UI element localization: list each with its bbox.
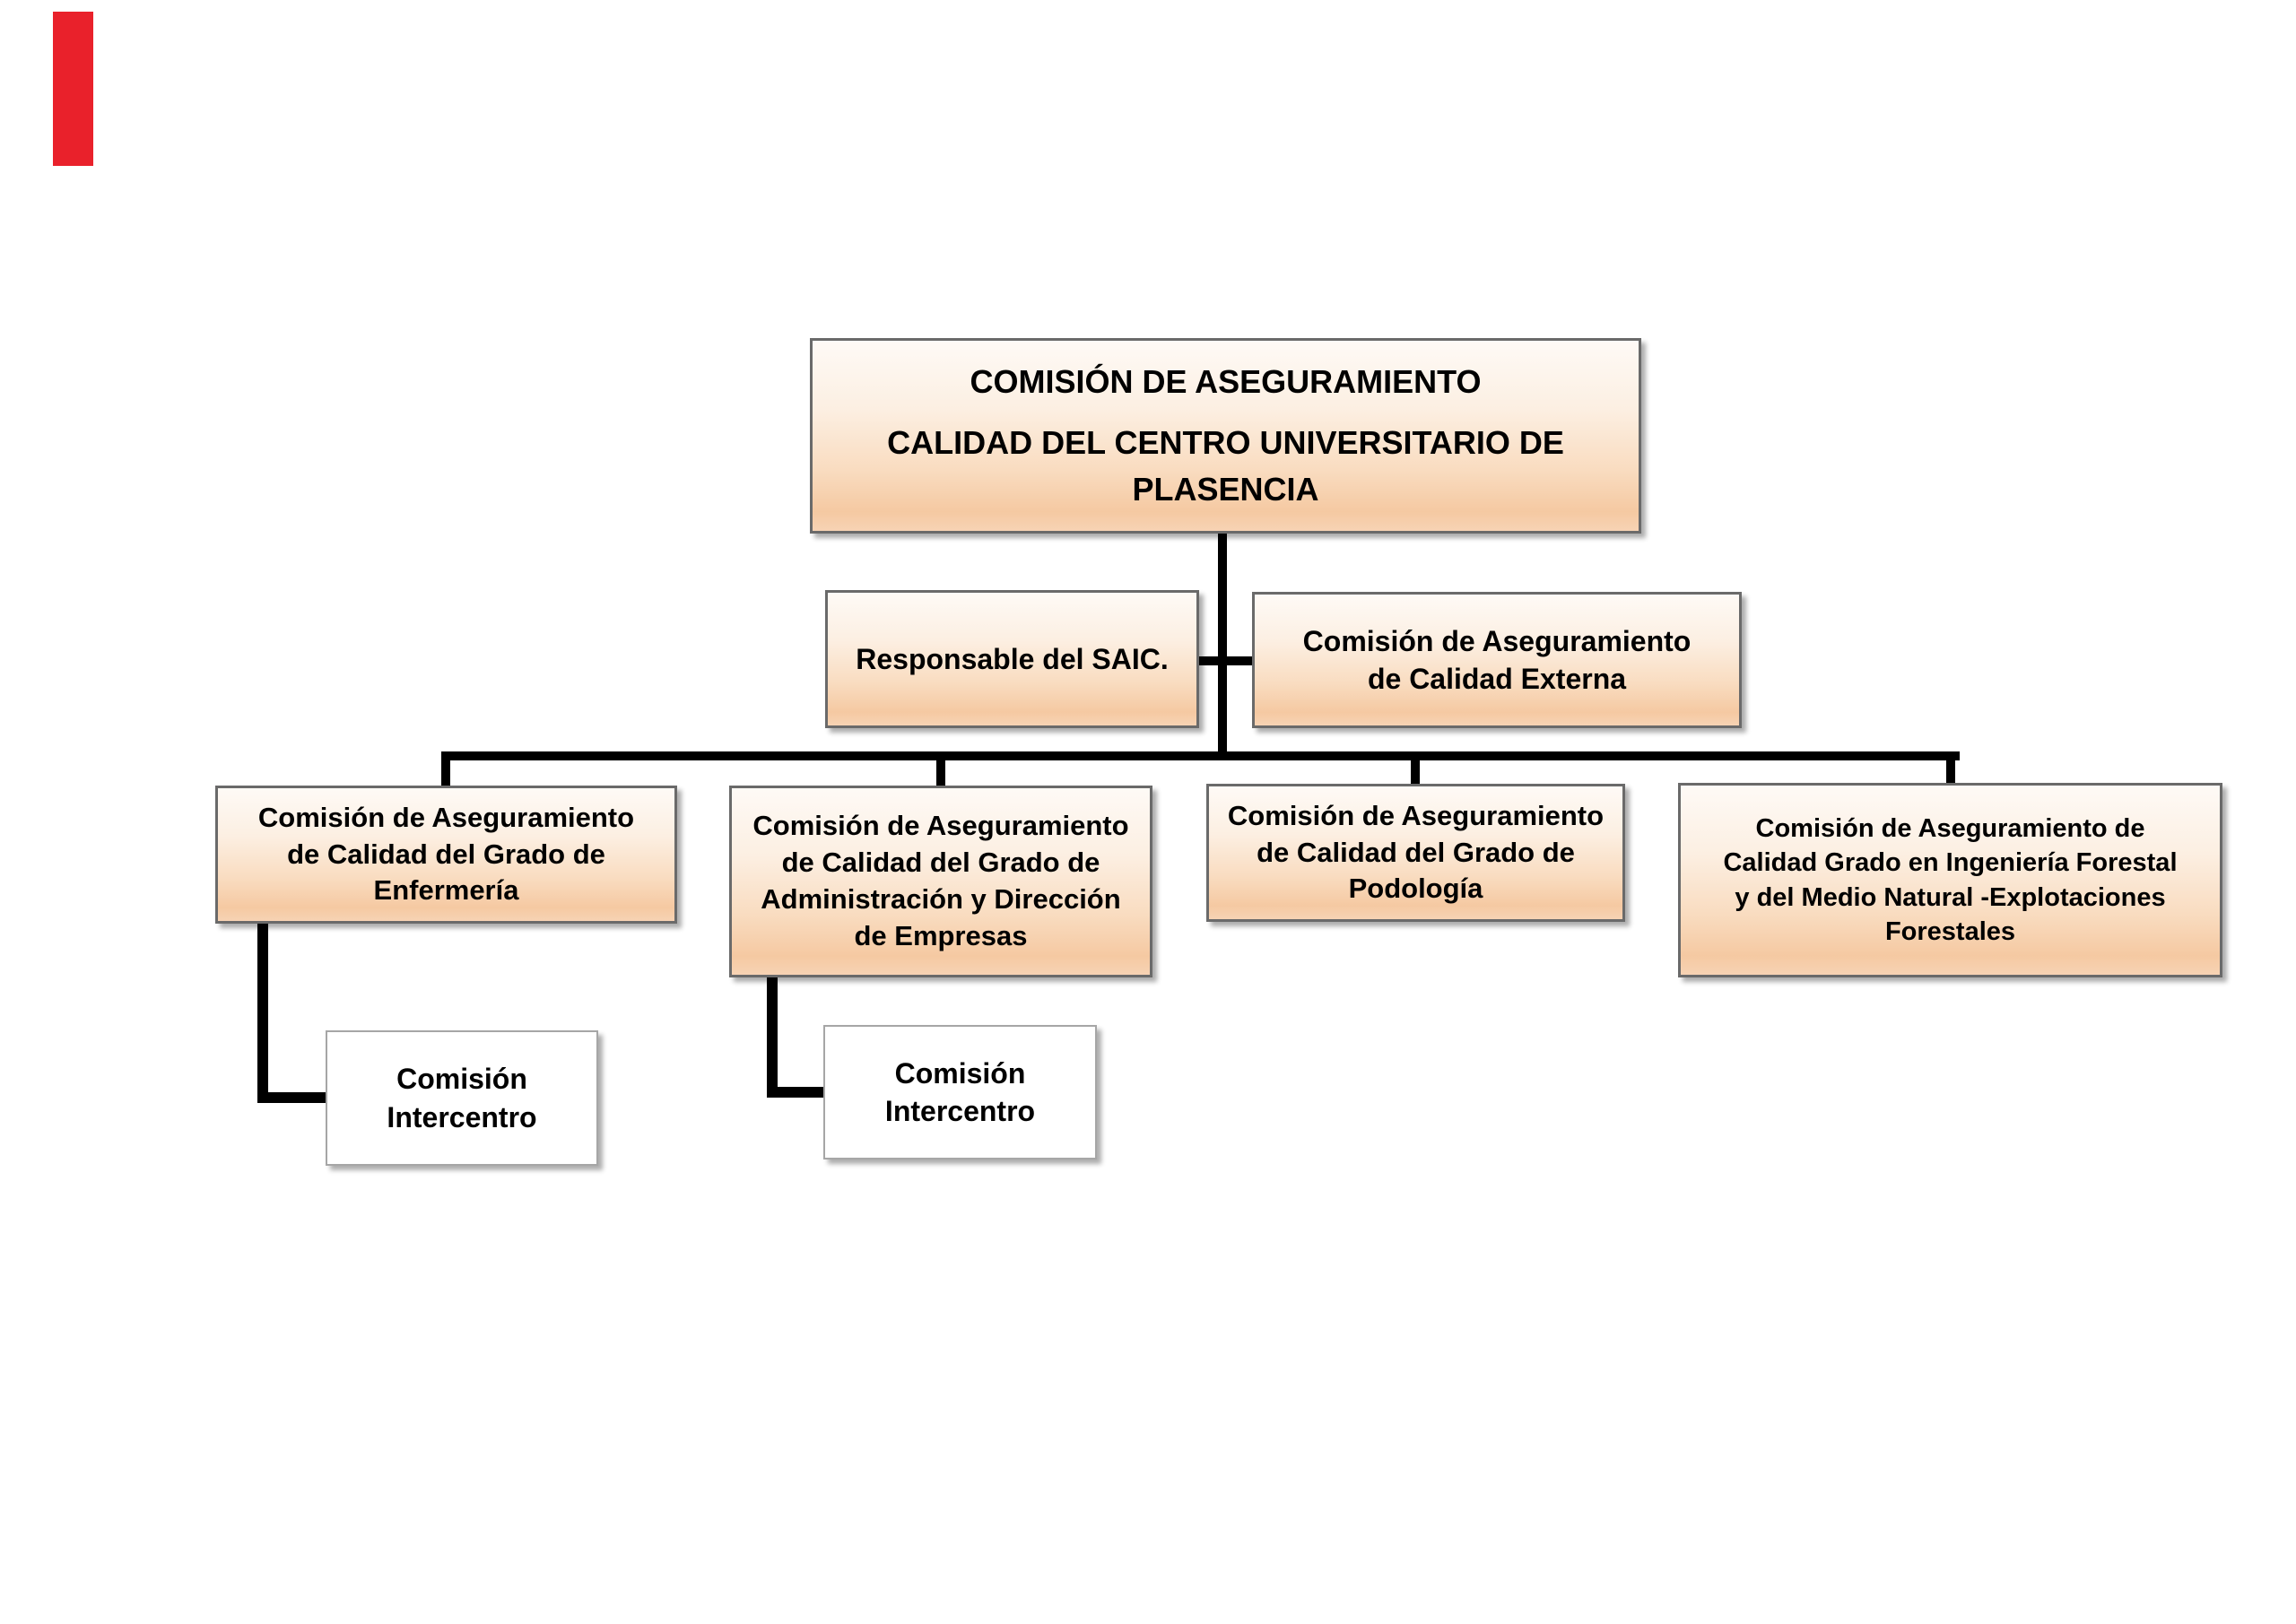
connector-elbow-intercentro-2-vertical xyxy=(767,976,778,1098)
node-label: Comisión de Aseguramiento de Calidad Gra… xyxy=(1723,813,2178,946)
node-grado-podologia: Comisión de Aseguramiento de Calidad del… xyxy=(1206,784,1625,922)
connector-drop-enfermeria xyxy=(441,759,450,787)
node-responsable-saic: Responsable del SAIC. xyxy=(825,590,1199,728)
node-comision-intercentro-1: Comisión Intercentro xyxy=(326,1030,598,1166)
node-label: Comisión Intercentro xyxy=(884,1056,1036,1127)
node-grado-administracion-direccion-empresas: Comisión de Aseguramiento de Calidad del… xyxy=(729,786,1152,977)
node-label: Comisión de Aseguramiento de Calidad del… xyxy=(1227,799,1605,905)
node-label: Comisión de Aseguramiento de Calidad Ext… xyxy=(1302,624,1692,695)
node-calidad-externa: Comisión de Aseguramiento de Calidad Ext… xyxy=(1252,592,1742,728)
node-comision-intercentro-2: Comisión Intercentro xyxy=(823,1025,1097,1159)
connector-elbow-intercentro-1-horizontal xyxy=(257,1092,327,1103)
connector-staff-tick xyxy=(1193,656,1256,665)
node-ingenieria-forestal: Comisión de Aseguramiento de Calidad Gra… xyxy=(1678,783,2222,977)
connector-elbow-intercentro-2-horizontal xyxy=(767,1087,825,1098)
connector-drop-podologia xyxy=(1411,759,1420,786)
node-label: Responsable del SAIC. xyxy=(856,642,1169,675)
connector-root-drop xyxy=(1218,534,1227,756)
connector-drop-ade xyxy=(936,759,945,787)
connector-drop-forestal xyxy=(1946,759,1955,785)
node-grado-enfermeria: Comisión de Aseguramiento de Calidad del… xyxy=(215,786,677,924)
root-title-line-2: CALIDAD DEL CENTRO UNIVERSITARIO DE PLAS… xyxy=(887,423,1564,508)
node-label: Comisión de Aseguramiento de Calidad del… xyxy=(257,801,635,907)
node-comision-aseguramiento-plasencia: COMISIÓN DE ASEGURAMIENTO CALIDAD DEL CE… xyxy=(810,338,1641,534)
red-marker xyxy=(53,12,93,166)
connector-level3-rail xyxy=(441,751,1960,760)
root-title-line-1: COMISIÓN DE ASEGURAMIENTO xyxy=(970,362,1482,400)
node-label: Comisión de Aseguramiento de Calidad del… xyxy=(752,810,1129,951)
connector-elbow-intercentro-1-vertical xyxy=(257,922,268,1103)
node-label: Comisión Intercentro xyxy=(387,1063,537,1133)
